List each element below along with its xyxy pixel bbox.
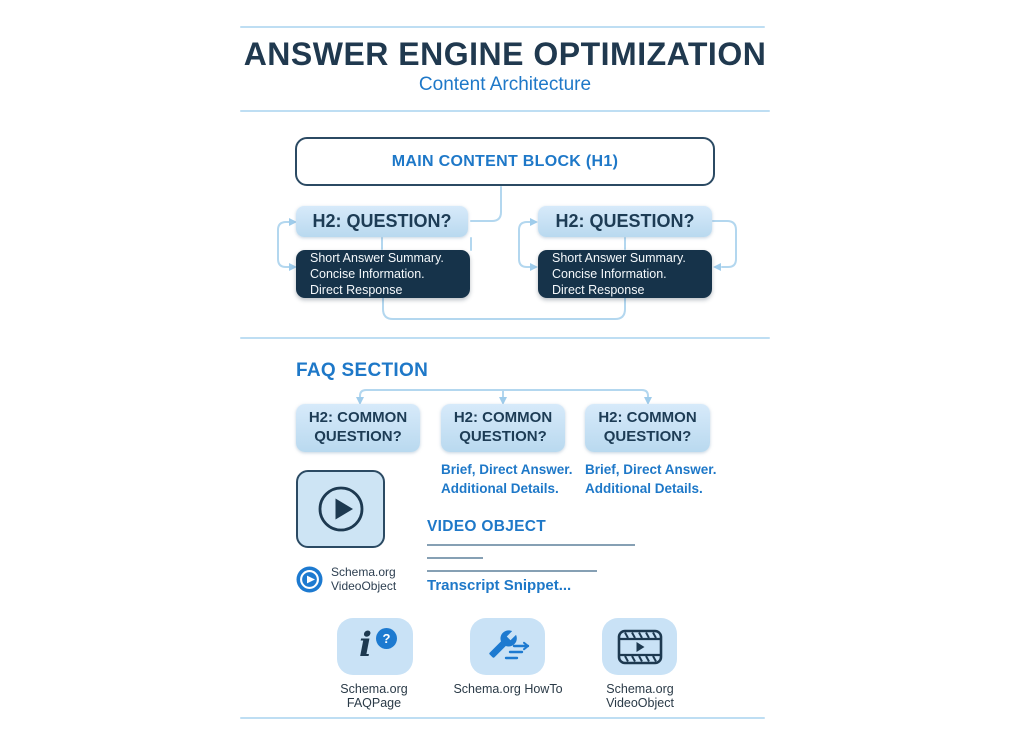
common-question-label-3: H2: COMMON QUESTION?	[598, 409, 697, 445]
text-placeholder-line	[427, 557, 483, 559]
answer-line: Short Answer Summary.	[552, 251, 686, 265]
main-content-block-label: MAIN CONTENT BLOCK (H1)	[391, 152, 619, 170]
faqpage-badge: i ?	[337, 618, 413, 675]
howto-badge	[470, 618, 545, 675]
brief-answer-line: Brief, Direct Answer.	[585, 462, 717, 477]
answer-line: Direct Response	[552, 283, 645, 297]
short-answer-box-1: Short Answer Summary. Concise Informatio…	[296, 250, 470, 298]
answer-line: Direct Response	[310, 283, 403, 297]
common-question-box-1: H2: COMMON QUESTION?	[296, 404, 420, 452]
play-icon	[318, 486, 363, 532]
faq-section-heading: FAQ SECTION	[296, 360, 429, 381]
short-answer-box-2: Short Answer Summary. Concise Informatio…	[538, 250, 712, 298]
main-content-block: MAIN CONTENT BLOCK (H1)	[295, 137, 715, 186]
info-question-icon: i ?	[353, 624, 397, 667]
common-question-box-2: H2: COMMON QUESTION?	[441, 404, 565, 452]
brief-answer-line: Brief, Direct Answer.	[441, 462, 573, 477]
schema-videoobject-badge: Schema.org VideoObject	[296, 565, 396, 593]
common-question-box-3: H2: COMMON QUESTION?	[585, 404, 710, 452]
brief-answer-line: Additional Details.	[585, 480, 703, 496]
h2-question-box-2: H2: QUESTION?	[538, 206, 712, 237]
answer-line: Concise Information.	[310, 267, 425, 281]
schema-videoobject-badge-label: Schema.org VideoObject	[331, 565, 397, 594]
h2-question-label-2: H2: QUESTION?	[555, 211, 695, 231]
common-question-label-1: H2: COMMON QUESTION?	[308, 409, 408, 445]
brief-answer-line: Additional Details.	[441, 480, 559, 496]
page-title: ANSWER ENGINE OPTIMIZATION	[243, 36, 767, 72]
video-play-circle-icon	[296, 566, 323, 593]
page-subtitle: Content Architecture	[418, 74, 592, 95]
answer-line: Concise Information.	[552, 267, 667, 281]
videoobject-badge-label: Schema.org VideoObject	[606, 682, 674, 710]
brief-answer-text-1: Brief, Direct Answer. Additional Details…	[441, 461, 573, 499]
h2-question-box-1: H2: QUESTION?	[296, 206, 468, 237]
howto-badge-label: Schema.org HowTo	[453, 682, 563, 696]
h2-question-label-1: H2: QUESTION?	[312, 211, 452, 231]
transcript-snippet: Transcript Snippet...	[427, 577, 572, 594]
video-thumbnail	[296, 470, 385, 548]
videoobject-badge	[602, 618, 677, 675]
brief-answer-text-2: Brief, Direct Answer. Additional Details…	[585, 461, 717, 499]
header-divider	[240, 110, 770, 112]
wrench-icon	[484, 627, 532, 667]
info-icon: i	[359, 624, 372, 665]
text-placeholder-line	[427, 544, 635, 546]
faqpage-badge-label: Schema.org FAQPage	[340, 682, 408, 710]
video-object-heading: VIDEO OBJECT	[427, 518, 547, 535]
text-placeholder-line	[427, 570, 597, 572]
question-circle-icon: ?	[376, 627, 397, 649]
film-play-icon	[617, 629, 662, 664]
top-divider	[240, 26, 765, 28]
bottom-divider	[240, 717, 765, 719]
answer-line: Short Answer Summary.	[310, 251, 444, 265]
section-divider	[240, 337, 770, 339]
common-question-label-2: H2: COMMON QUESTION?	[453, 409, 553, 445]
wrench-arrow-icon	[488, 629, 529, 659]
